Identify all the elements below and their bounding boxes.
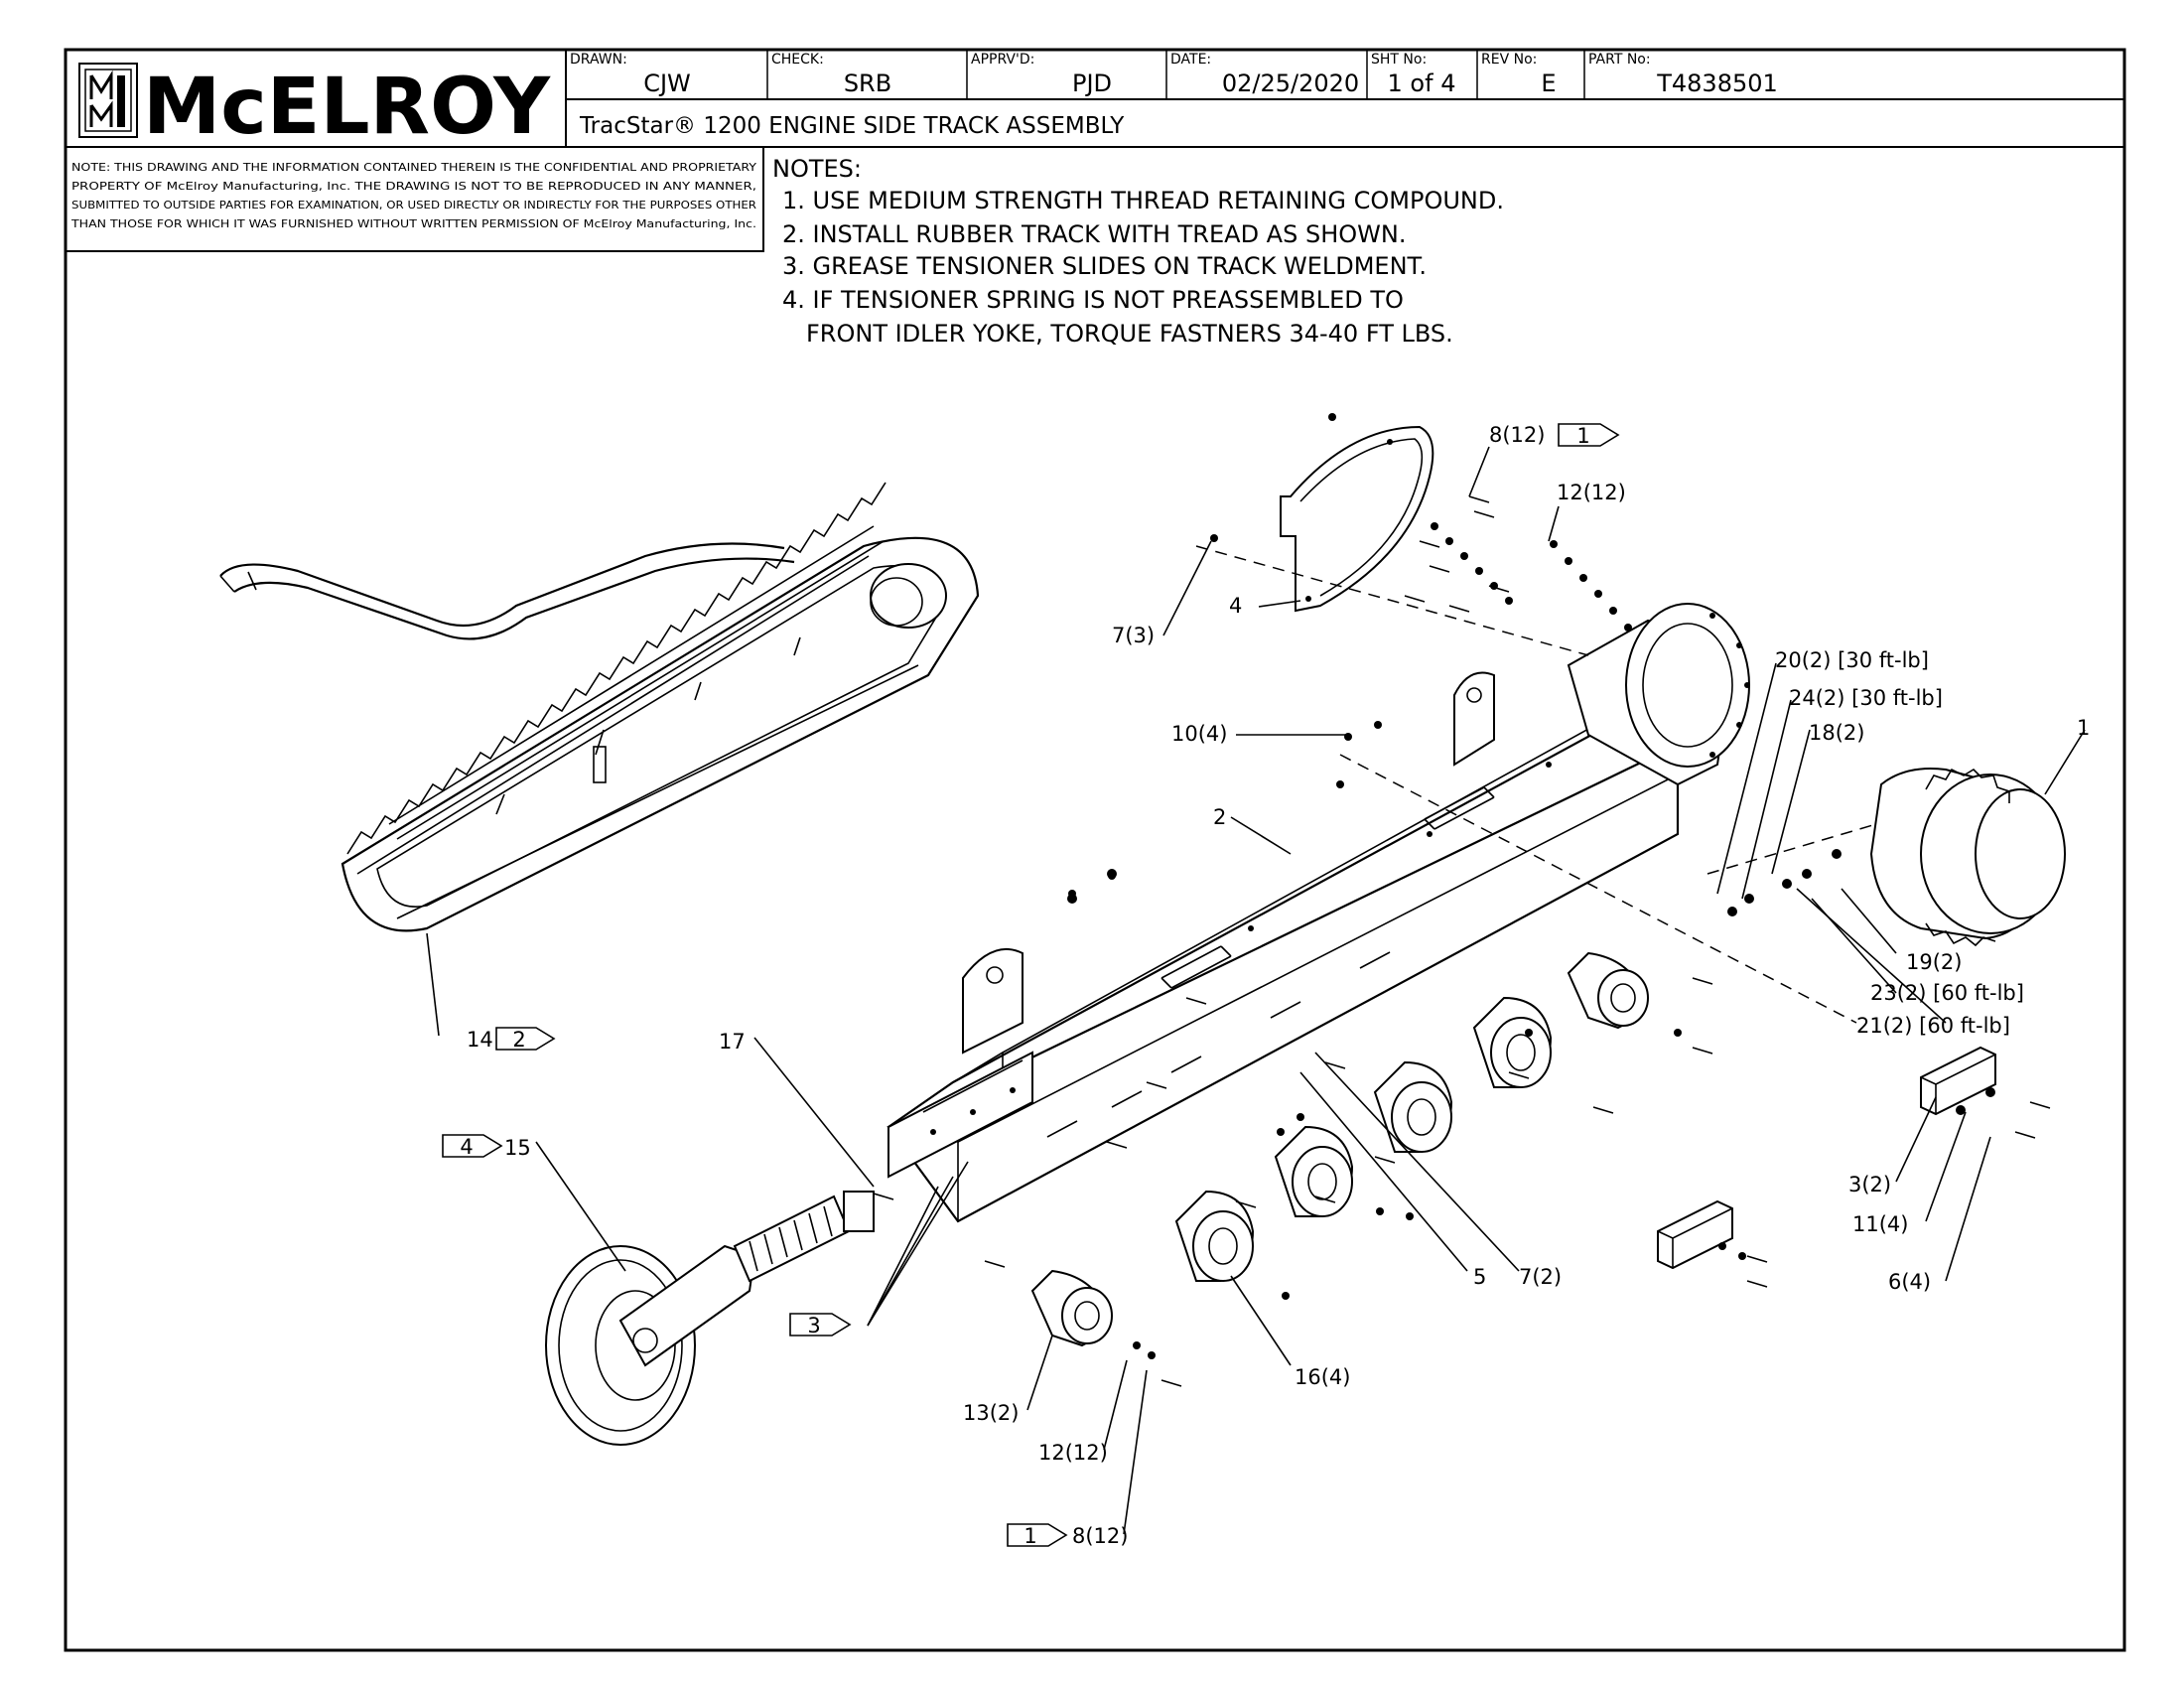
approved-value: PJD: [1072, 70, 1112, 97]
note-line-1: 1. USE MEDIUM STRENGTH THREAD RETAINING …: [782, 187, 1504, 214]
sheet-number-label: SHT No:: [1371, 52, 1427, 68]
part-number-value: T4838501: [1656, 70, 1778, 97]
mcelroy-logo: McELROY: [78, 63, 552, 152]
callout-14: 14: [467, 1028, 493, 1052]
callout-15: 15: [504, 1136, 531, 1160]
callout-10: 10(4): [1171, 722, 1227, 746]
drawn-label: DRAWN:: [570, 52, 627, 68]
callout-7-top: 7(3): [1112, 624, 1155, 647]
callouts: 1 2 4 3 1 8(12) 12(12) 4 7(3) 20(2) [30 …: [426, 423, 2090, 1548]
note-flag-3: [789, 1313, 852, 1336]
part-number-label: PART No:: [1588, 52, 1651, 68]
cover-plate: [1280, 425, 1434, 613]
roller-4: [1472, 996, 1553, 1088]
note-flag-1-bottom-label: 1: [1024, 1524, 1036, 1548]
disclaimer-line-2: PROPERTY OF McElroy Manufacturing, Inc. …: [71, 180, 756, 193]
check-label: CHECK:: [771, 52, 824, 68]
callout-21: 21(2) [60 ft-lb]: [1856, 1014, 2010, 1038]
note-flag-1-top: [1558, 423, 1620, 447]
revision-value: E: [1541, 70, 1556, 97]
callout-16: 16(4): [1295, 1365, 1350, 1389]
sheet-number-value: 1 of 4: [1388, 70, 1456, 97]
callout-5: 5: [1473, 1265, 1486, 1289]
date-label: DATE:: [1170, 52, 1211, 68]
sheet-border: [64, 48, 2126, 1652]
roller-3: [1373, 1060, 1453, 1153]
callout-8-bottom: 8(12): [1072, 1524, 1128, 1548]
callout-11: 11(4): [1852, 1212, 1908, 1236]
notes-section: NOTES: 1. USE MEDIUM STRENGTH THREAD RET…: [772, 155, 1504, 348]
note-line-5: FRONT IDLER YOKE, TORQUE FASTNERS 34-40 …: [806, 320, 1453, 348]
callout-20: 20(2) [30 ft-lb]: [1775, 648, 1929, 672]
callout-3: 3(2): [1848, 1173, 1891, 1196]
approved-label: APPRV'D:: [971, 52, 1034, 68]
notes-heading: NOTES:: [772, 155, 862, 183]
note-flag-2-label: 2: [512, 1028, 525, 1052]
disclaimer-line-3: SUBMITTED TO OUTSIDE PARTIES FOR EXAMINA…: [71, 199, 756, 211]
check-value: SRB: [844, 70, 891, 97]
callout-13: 13(2): [963, 1401, 1019, 1425]
logo-text: McELROY: [143, 63, 552, 152]
title-block: McELROY DRAWN: CJW CHECK: SRB APPRV'D: P…: [66, 50, 2124, 152]
callout-4: 4: [1229, 594, 1242, 618]
rubber-track-assembly: [219, 482, 980, 932]
end-roller-rear: [1567, 951, 1649, 1030]
track-weldment: [887, 603, 1750, 1223]
callout-19: 19(2): [1906, 950, 1962, 974]
slide-pads: [1657, 1046, 1996, 1270]
disclaimer-line-1: NOTE: THIS DRAWING AND THE INFORMATION C…: [71, 161, 756, 174]
note-line-3: 3. GREASE TENSIONER SLIDES ON TRACK WELD…: [782, 252, 1427, 280]
callout-1: 1: [2077, 716, 2090, 740]
alignment-lines: [1195, 545, 1877, 1024]
track-tread: [346, 482, 887, 855]
callout-6: 6(4): [1888, 1270, 1931, 1294]
callout-2: 2: [1213, 805, 1226, 829]
callout-7-bottom: 7(2): [1519, 1265, 1562, 1289]
callout-24: 24(2) [30 ft-lb]: [1789, 686, 1943, 710]
note-flag-2: [495, 1027, 556, 1051]
date-value: 02/25/2020: [1222, 70, 1359, 97]
fasteners: [873, 413, 2051, 1387]
track-rollers: [1030, 951, 1649, 1347]
callout-18: 18(2): [1809, 721, 1864, 745]
drive-motor-sprocket: [1869, 768, 2066, 947]
front-idler-assembly: [545, 1191, 875, 1446]
callout-12-bottom: 12(12): [1038, 1441, 1108, 1465]
note-flag-1-bottom: [1007, 1523, 1068, 1547]
note-flag-1-top-label: 1: [1576, 424, 1589, 448]
roller-1: [1174, 1190, 1255, 1282]
note-flag-4-label: 4: [460, 1135, 473, 1159]
hydraulic-hose: [219, 542, 785, 628]
roller-2: [1274, 1125, 1354, 1217]
drawing-title: TracStar® 1200 ENGINE SIDE TRACK ASSEMBL…: [579, 113, 1125, 139]
end-roller-front: [1030, 1269, 1113, 1347]
note-line-2: 2. INSTALL RUBBER TRACK WITH TREAD AS SH…: [782, 220, 1406, 248]
drawn-value: CJW: [643, 70, 691, 97]
callout-8-top: 8(12): [1489, 423, 1545, 447]
disclaimer-line-4: THAN THOSE FOR WHICH IT WAS FURNISHED WI…: [70, 217, 756, 230]
callout-23: 23(2) [60 ft-lb]: [1870, 981, 2024, 1005]
callout-17: 17: [719, 1030, 746, 1054]
note-flag-4: [442, 1134, 503, 1158]
disclaimer-box: NOTE: THIS DRAWING AND THE INFORMATION C…: [65, 146, 764, 252]
callout-12-top: 12(12): [1557, 481, 1626, 504]
revision-label: REV No:: [1481, 52, 1537, 68]
note-line-4: 4. IF TENSIONER SPRING IS NOT PREASSEMBL…: [782, 286, 1404, 314]
note-flag-3-label: 3: [807, 1314, 820, 1337]
